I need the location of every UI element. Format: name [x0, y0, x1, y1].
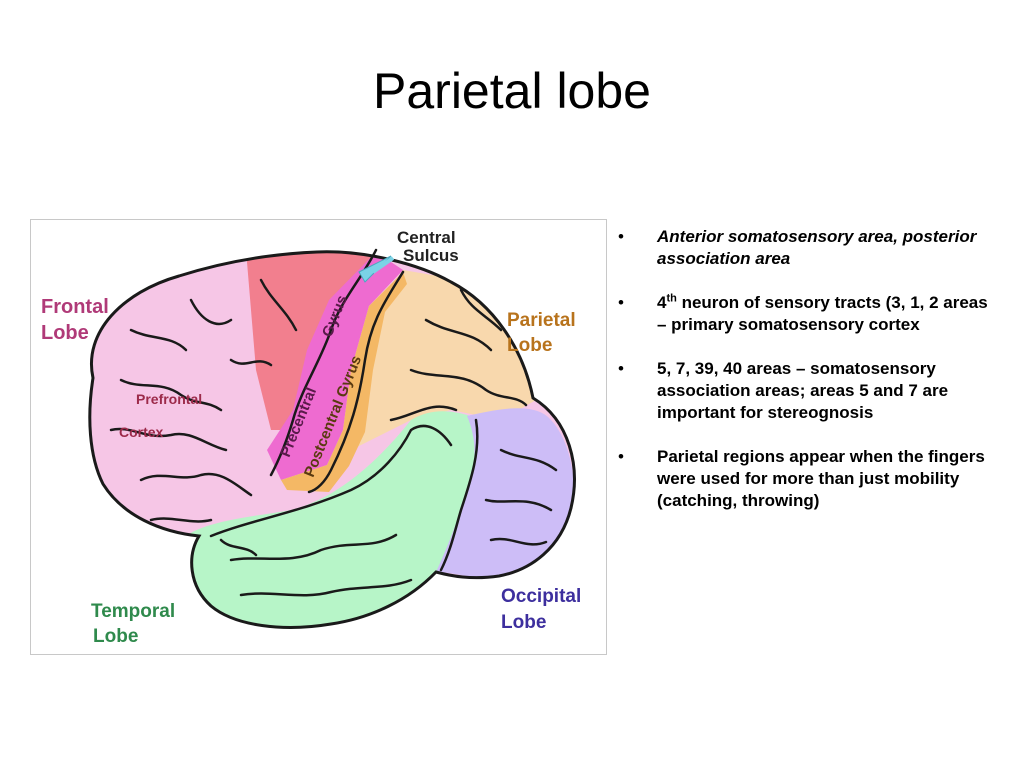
- temporal-lobe-label-line1: Temporal: [91, 601, 175, 622]
- central-sulcus-label-line1: Central: [397, 228, 456, 247]
- bullet-list: • Anterior somatosensory area, posterior…: [612, 226, 996, 534]
- prefrontal-cortex-label-line2: Cortex: [119, 424, 164, 440]
- frontal-lobe-label-line1: Frontal: [41, 296, 109, 318]
- precentral-gyrus-region: [267, 252, 403, 480]
- occipital-lobe-region: [436, 408, 575, 579]
- temporal-lobe-label-line2: Lobe: [93, 626, 138, 647]
- postcentral-gyrus-region: [281, 272, 407, 492]
- bullet-marker: •: [618, 447, 624, 466]
- bullet-item: • 5, 7, 39, 40 areas – somatosensory ass…: [612, 358, 996, 424]
- bullet-item: • Anterior somatosensory area, posterior…: [612, 226, 996, 270]
- central-sulcus-label-line2: Sulcus: [403, 246, 459, 265]
- bullet-marker: •: [618, 227, 624, 246]
- brain-outline: [88, 250, 576, 629]
- parietal-lobe-region: [351, 270, 536, 450]
- bullet-text: 5, 7, 39, 40 areas – somatosensory assoc…: [657, 359, 949, 422]
- bullet-marker: •: [618, 359, 624, 378]
- bullet-text-prefix: 4: [657, 293, 667, 312]
- occipital-lobe-label-line1: Occipital: [501, 586, 581, 607]
- bullet-text: Parietal regions appear when the fingers…: [657, 447, 985, 510]
- bullet-text: 4th neuron of sensory tracts (3, 1, 2 ar…: [657, 293, 988, 334]
- slide-title: Parietal lobe: [373, 63, 651, 119]
- parietal-lobe-label-line2: Lobe: [507, 335, 552, 356]
- bullet-text-rest: neuron of sensory tracts (3, 1, 2 areas …: [657, 293, 988, 334]
- sulci-lines: [109, 248, 558, 597]
- bullet-item: • 4th neuron of sensory tracts (3, 1, 2 …: [612, 292, 996, 336]
- bullet-superscript: th: [666, 292, 677, 305]
- brain-diagram: Central Sulcus Frontal Lobe Parietal Lob…: [30, 219, 607, 655]
- bullet-marker: •: [618, 293, 624, 312]
- bullet-text: Anterior somatosensory area, posterior a…: [657, 227, 977, 268]
- parietal-lobe-label-line1: Parietal: [507, 310, 576, 331]
- occipital-lobe-label-line2: Lobe: [501, 612, 546, 633]
- frontal-lobe-label-line2: Lobe: [41, 322, 89, 344]
- bullet-item: • Parietal regions appear when the finge…: [612, 446, 996, 512]
- temporal-lobe-region: [181, 411, 478, 628]
- central-sulcus-arrow: [358, 255, 395, 283]
- brain-illustration: Central Sulcus Frontal Lobe Parietal Lob…: [41, 228, 581, 647]
- prefrontal-cortex-label-line1: Prefrontal: [136, 391, 202, 407]
